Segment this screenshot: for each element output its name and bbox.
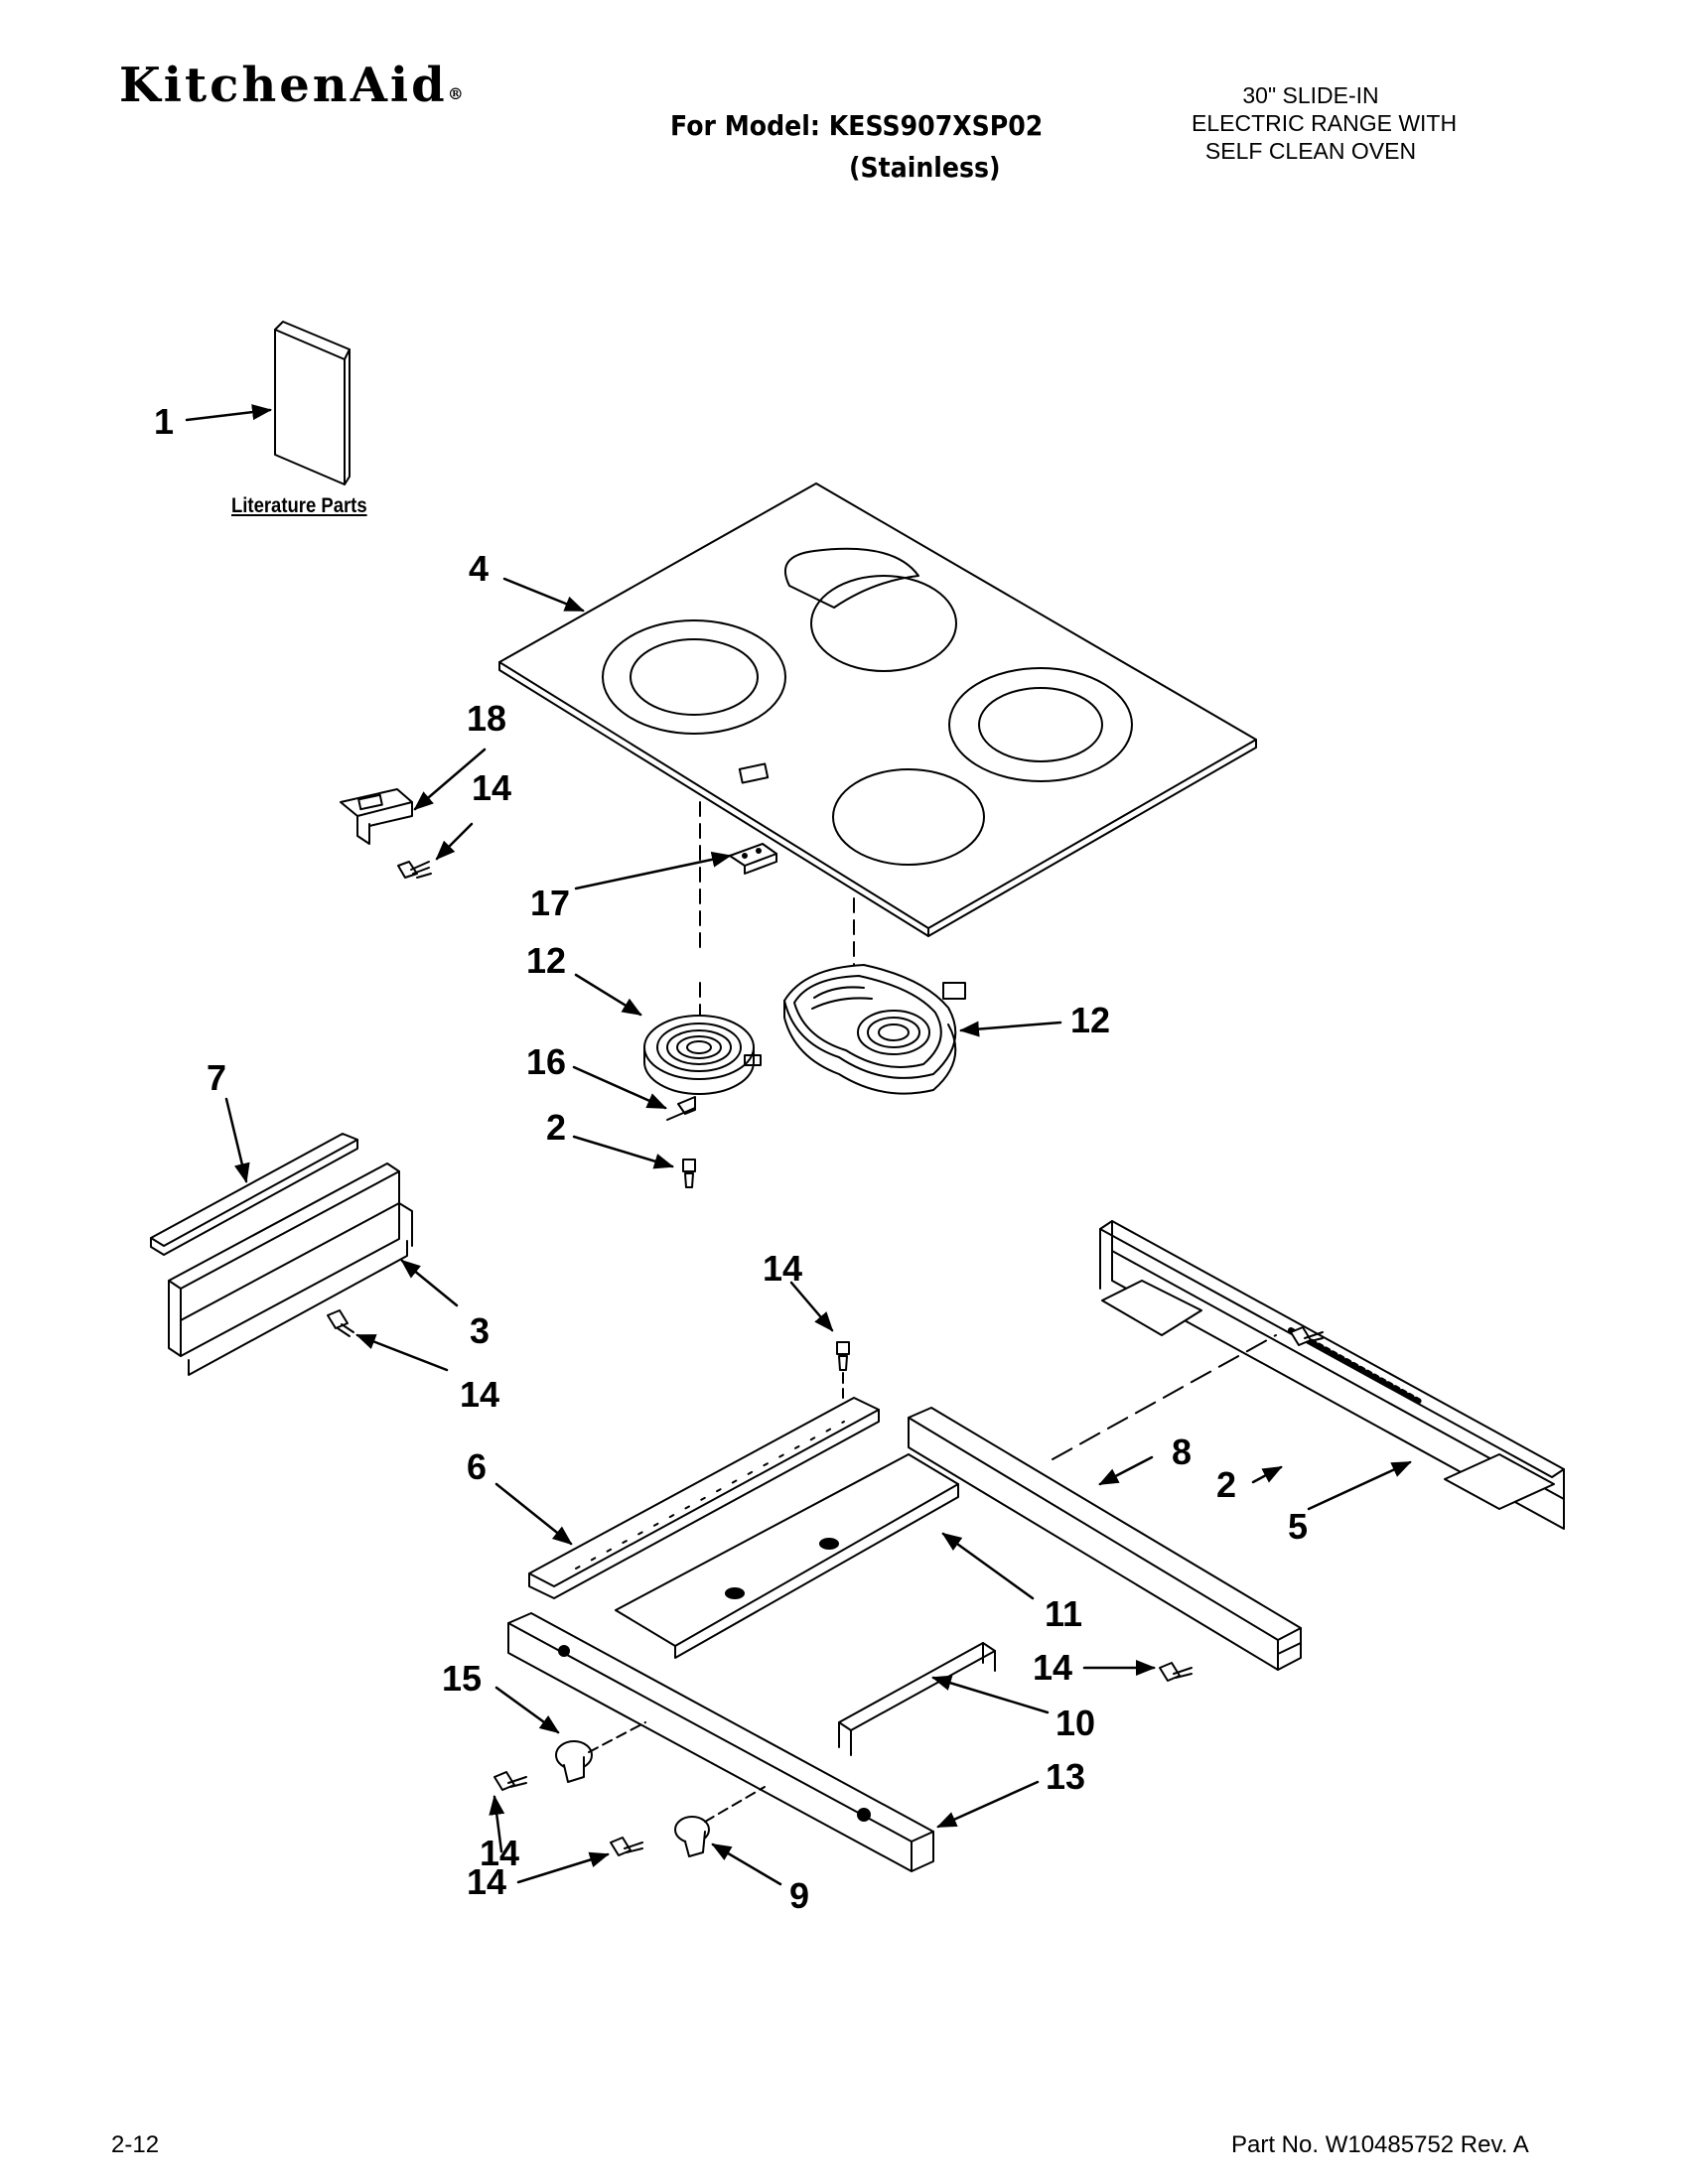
part-number: Part No. W10485752 Rev. A	[1231, 2131, 1529, 2158]
callout-7: 7	[207, 1057, 226, 1098]
leader-arrow	[574, 851, 732, 890]
callout-14: 14	[480, 1833, 519, 1873]
side-channel-left	[168, 1162, 413, 1376]
callout-10: 10	[1055, 1703, 1095, 1743]
alignment-line	[1052, 1334, 1277, 1460]
product-description: 30" SLIDE-IN ELECTRIC RANGE WITH SELF CL…	[1192, 81, 1458, 165]
callout-4: 4	[469, 548, 489, 589]
callout-2: 2	[1216, 1464, 1236, 1505]
callout-14: 14	[467, 1861, 506, 1902]
alignment-line	[704, 1786, 766, 1823]
leader-arrow	[789, 1281, 834, 1332]
callout-14: 14	[763, 1248, 802, 1289]
callout-14: 14	[1033, 1647, 1072, 1688]
alignment-line	[588, 1721, 646, 1753]
bottom-frame	[507, 1612, 934, 1872]
registered-mark: ®	[447, 84, 464, 103]
screw	[493, 1771, 527, 1791]
leader-arrow	[936, 1780, 1040, 1829]
description-line: SELF CLEAN OVEN	[1204, 138, 1417, 164]
callout-14: 14	[472, 767, 511, 808]
screw	[397, 861, 432, 879]
callout-15: 15	[442, 1658, 482, 1699]
bracket	[340, 788, 413, 845]
brand-name: KitchenAid	[119, 58, 448, 113]
leader-arrow	[355, 1333, 449, 1372]
screw	[1159, 1662, 1193, 1682]
page-number: 2-12	[111, 2131, 160, 2158]
rear-panel	[1099, 1220, 1565, 1530]
callout-9: 9	[789, 1875, 809, 1916]
callout-18: 18	[467, 698, 506, 739]
callout-12: 12	[526, 940, 566, 981]
screw	[682, 1159, 696, 1188]
support-tray	[615, 1453, 959, 1659]
callout-6: 6	[467, 1446, 487, 1487]
callout-5: 5	[1288, 1506, 1308, 1547]
callout-1: 1	[154, 401, 174, 442]
screw	[327, 1309, 354, 1337]
callout-3: 3	[470, 1310, 490, 1351]
callout-8: 8	[1172, 1432, 1192, 1472]
terminal-block	[729, 843, 777, 875]
insulation-strip	[150, 1133, 358, 1256]
leader-arrow	[185, 404, 272, 422]
leader-arrow	[1251, 1465, 1283, 1484]
callout-16: 16	[526, 1041, 566, 1082]
leader-arrow	[572, 1065, 667, 1110]
screw	[836, 1341, 850, 1371]
leader-arrow	[931, 1675, 1050, 1714]
radiant-element-dual	[783, 964, 966, 1095]
leader-arrow	[572, 1135, 674, 1169]
lower-bracket	[674, 1816, 710, 1857]
leader-arrow	[1307, 1460, 1412, 1511]
leader-arrow	[502, 577, 585, 613]
hook-bracket	[838, 1642, 996, 1756]
element-clip	[666, 1096, 696, 1121]
slotted-rail	[908, 1407, 1302, 1671]
leader-arrows	[185, 404, 1412, 1886]
description-line: ELECTRIC RANGE WITH	[1192, 110, 1458, 136]
literature-booklet	[274, 321, 351, 485]
leader-arrow	[494, 1482, 573, 1546]
finish-subtitle: (Stainless)	[849, 151, 1001, 184]
brand-logo: KitchenAid®	[119, 62, 464, 109]
screw	[610, 1837, 643, 1856]
callout-2: 2	[546, 1107, 566, 1148]
leader-arrow	[489, 1795, 505, 1853]
callout-17: 17	[530, 883, 570, 923]
leveling-bracket	[555, 1740, 593, 1783]
callout-11: 11	[1045, 1593, 1082, 1634]
radiant-element-small	[643, 1015, 762, 1095]
screw	[1290, 1326, 1324, 1346]
callout-12: 12	[1070, 1000, 1110, 1040]
callout-13: 13	[1046, 1756, 1085, 1797]
literature-parts-label: Literature Parts	[231, 494, 367, 517]
description-line: 30" SLIDE-IN	[1242, 82, 1379, 108]
front-rail	[528, 1397, 880, 1599]
leader-arrow	[959, 1021, 1062, 1037]
leader-arrow	[224, 1097, 250, 1183]
model-title: For Model: KESS907XSP02	[670, 109, 1044, 142]
leader-arrow	[400, 1259, 459, 1307]
leader-arrow	[1098, 1455, 1154, 1486]
cooktop-glass	[498, 482, 1257, 937]
leader-arrow	[711, 1843, 782, 1886]
leader-arrow	[941, 1532, 1035, 1600]
callout-14: 14	[460, 1374, 499, 1415]
leader-arrow	[494, 1686, 560, 1734]
leader-arrow	[435, 822, 474, 861]
leader-arrow	[574, 973, 642, 1017]
leader-arrow	[516, 1851, 610, 1884]
leader-arrow	[413, 748, 487, 811]
